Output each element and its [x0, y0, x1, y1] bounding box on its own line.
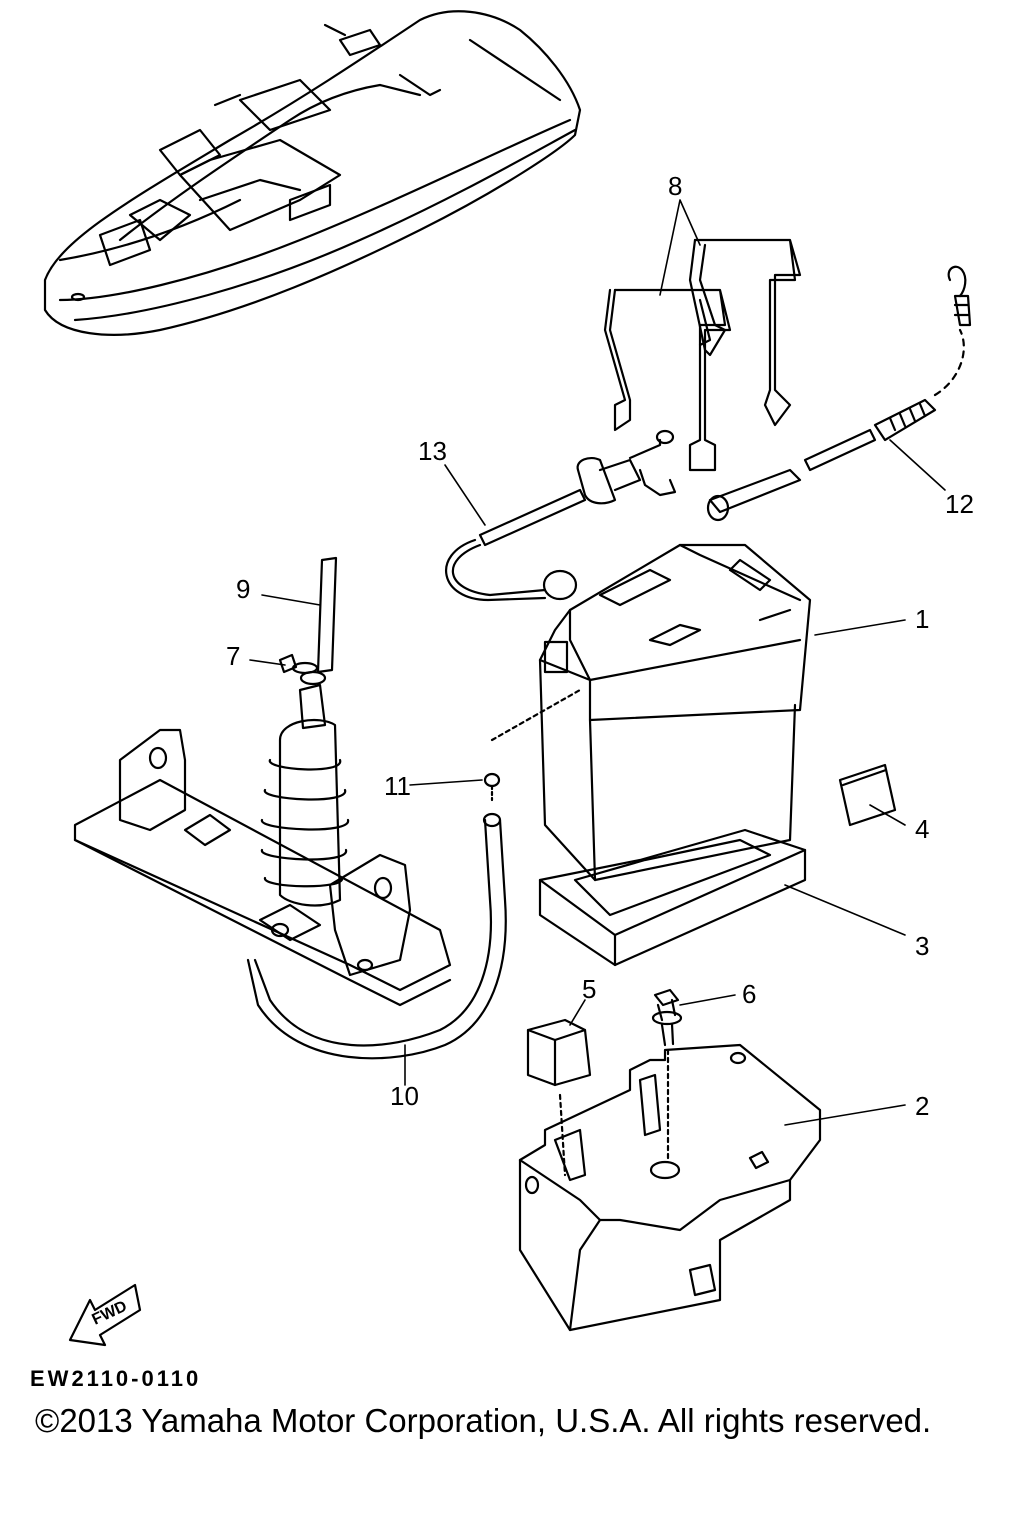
callout-1: 1 — [915, 604, 929, 634]
battery-pad-icon — [538, 828, 807, 967]
callout-13: 13 — [418, 436, 447, 466]
fwd-arrow-icon: FWD — [68, 1283, 142, 1347]
callout-2: 2 — [915, 1091, 929, 1121]
leader-lines — [249, 199, 946, 1126]
breather-pipe-icon — [246, 688, 582, 1060]
battery-cable-icon — [445, 429, 677, 602]
label-icon — [838, 763, 897, 827]
callout-7: 7 — [226, 641, 240, 671]
callout-9: 9 — [236, 574, 250, 604]
battery-band-icon — [603, 238, 802, 472]
callout-8: 8 — [668, 171, 682, 201]
drawing-code: EW2110-0110 — [30, 1366, 202, 1391]
battery-lead-icon — [706, 265, 972, 522]
cap-icon — [526, 1018, 592, 1177]
callout-11: 11 — [384, 771, 411, 801]
callout-10: 10 — [390, 1081, 419, 1111]
copyright-notice: ©2013 Yamaha Motor Corporation, U.S.A. A… — [35, 1402, 932, 1439]
callout-12: 12 — [945, 489, 974, 519]
spring-bracket-icon — [73, 556, 452, 1007]
callout-4: 4 — [915, 814, 929, 844]
bolt-icon — [651, 988, 683, 1162]
callout-labels: 1 2 3 4 5 6 7 8 9 10 11 12 13 — [226, 171, 974, 1121]
callout-6: 6 — [742, 979, 756, 1009]
callout-3: 3 — [915, 931, 929, 961]
watercraft-illustration — [43, 10, 582, 336]
exploded-parts-diagram: FWD 1 2 3 4 5 6 7 8 9 10 11 12 13 — [43, 10, 974, 1347]
battery-box-icon — [518, 1043, 822, 1332]
fwd-label: FWD — [90, 1298, 130, 1329]
battery-icon — [538, 543, 812, 882]
callout-5: 5 — [582, 974, 596, 1004]
